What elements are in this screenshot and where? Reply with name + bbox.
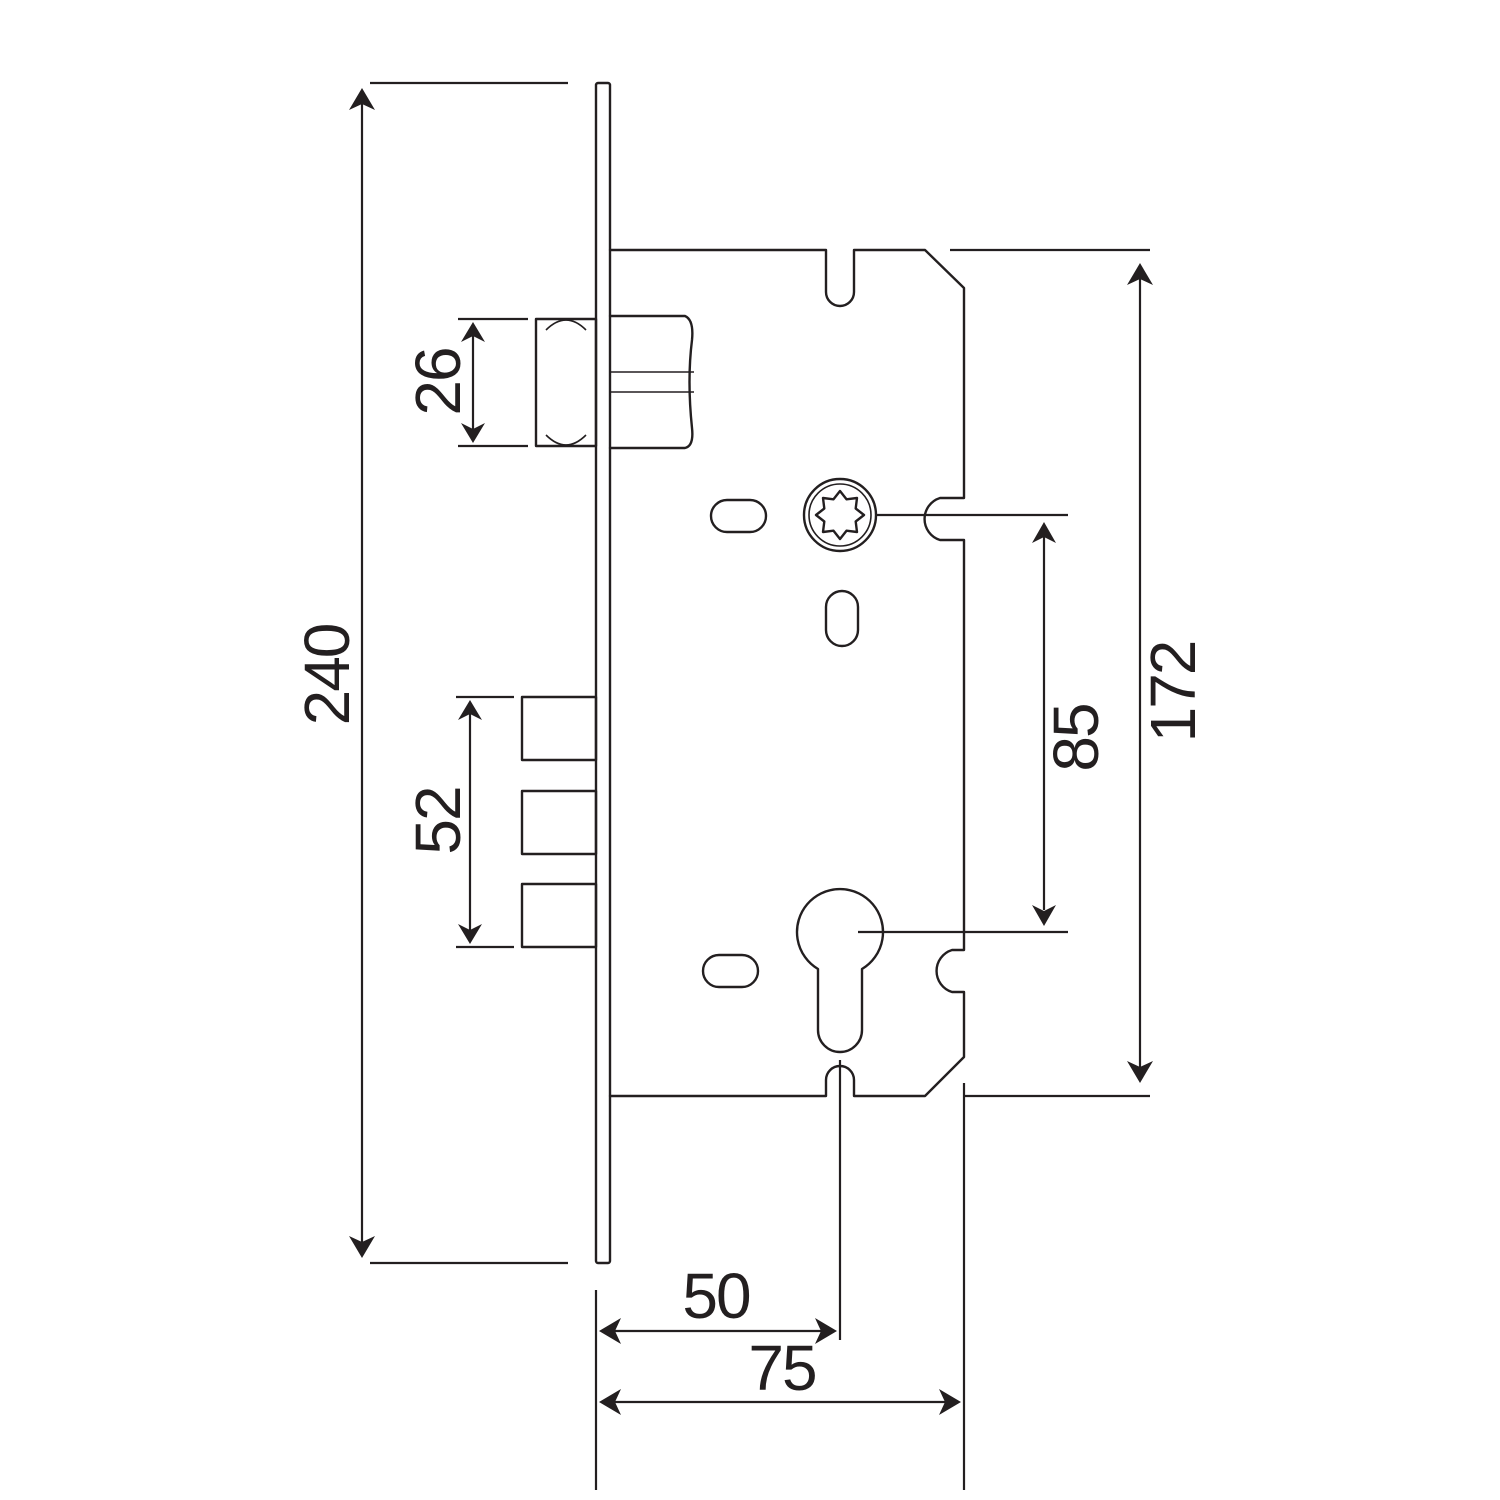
latch-tail	[608, 314, 694, 450]
deadbolt-2	[520, 789, 598, 856]
slot-lower-left	[701, 953, 760, 989]
lock-case	[608, 248, 966, 1098]
extension-lines	[370, 81, 1150, 1490]
slot-middle	[824, 589, 860, 648]
deadbolt-3	[520, 882, 598, 949]
arrowheads	[349, 88, 1153, 1415]
dim-label-75: 75	[748, 1332, 815, 1404]
dim-label-52: 52	[402, 787, 474, 854]
spindle-hole	[802, 477, 878, 553]
deadbolt-1	[520, 695, 598, 762]
dim-label-50: 50	[682, 1260, 750, 1332]
dimension-lines	[360, 100, 1142, 1404]
latch-bolt	[534, 317, 598, 448]
faceplate	[594, 81, 612, 1265]
dim-label-26: 26	[402, 348, 474, 415]
dim-label-172: 172	[1137, 642, 1209, 743]
dim-label-85: 85	[1040, 704, 1112, 771]
dim-label-240: 240	[291, 624, 363, 725]
cylinder-cutout	[795, 887, 885, 1054]
slot-upper-left	[709, 498, 768, 534]
